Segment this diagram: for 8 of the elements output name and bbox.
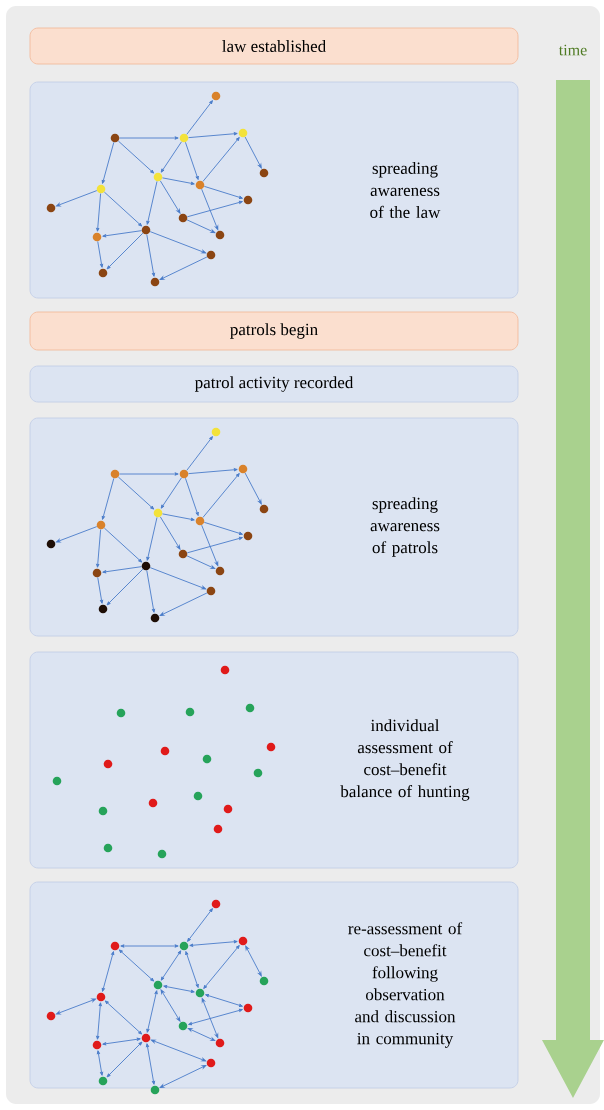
event-box: law established bbox=[29, 27, 519, 65]
time-label: time bbox=[558, 44, 587, 56]
step-box: patrol activity recorded bbox=[29, 365, 519, 403]
event-box: patrols begin bbox=[29, 311, 519, 351]
panel: spreading awareness of the law bbox=[29, 81, 519, 299]
panel: individual assessment of cost–benefit balance of hunting bbox=[29, 651, 519, 869]
panel: re-assessment of cost–benefit following observation and discussion in community bbox=[29, 881, 519, 1089]
panel: spreading awareness of patrols bbox=[29, 417, 519, 637]
